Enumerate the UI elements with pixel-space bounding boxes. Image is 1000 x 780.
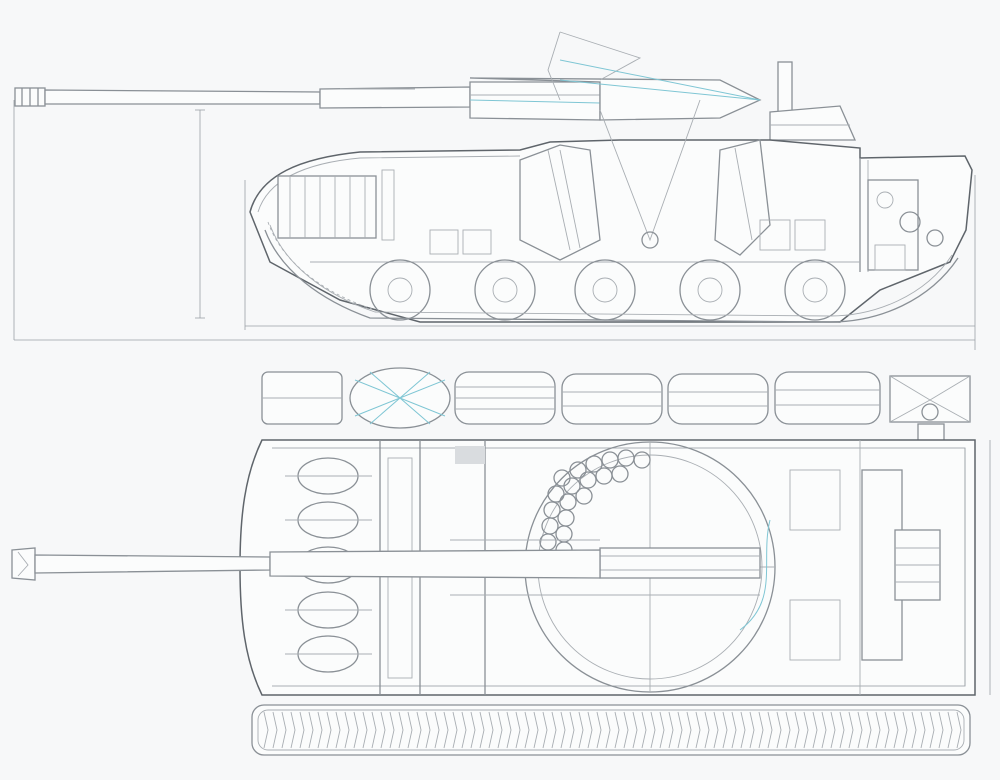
track-link bbox=[722, 711, 728, 749]
track-link bbox=[704, 711, 710, 749]
track-link bbox=[650, 711, 656, 749]
track-link bbox=[695, 711, 701, 749]
track-link bbox=[740, 711, 746, 749]
track-link bbox=[335, 711, 341, 749]
track-link bbox=[542, 711, 548, 749]
side-road-wheels bbox=[369, 259, 846, 321]
track-link bbox=[749, 711, 755, 749]
track-link bbox=[326, 711, 332, 749]
track-link bbox=[641, 711, 647, 749]
track-link bbox=[317, 711, 323, 749]
top-plan-view bbox=[11, 367, 991, 756]
track-link bbox=[362, 711, 368, 749]
top-transmission bbox=[789, 440, 991, 695]
track-link bbox=[731, 711, 737, 749]
top-stowage-boxes bbox=[261, 367, 971, 445]
track-link bbox=[479, 711, 485, 749]
track-link bbox=[884, 711, 890, 749]
track-link bbox=[407, 711, 413, 749]
track-link bbox=[299, 711, 305, 749]
track-link bbox=[425, 711, 431, 749]
track-link bbox=[659, 711, 665, 749]
side-elevation-view bbox=[13, 31, 976, 350]
top-track bbox=[251, 704, 971, 756]
track-link bbox=[596, 711, 602, 749]
track-link bbox=[929, 711, 935, 749]
track-link bbox=[767, 711, 773, 749]
track-link bbox=[956, 711, 962, 749]
track-link bbox=[353, 711, 359, 749]
track-link bbox=[686, 711, 692, 749]
track-link bbox=[416, 711, 422, 749]
track-link bbox=[272, 711, 278, 749]
track-link bbox=[371, 711, 377, 749]
side-gun-barrel bbox=[14, 81, 601, 121]
track-link bbox=[533, 711, 539, 749]
track-link bbox=[506, 711, 512, 749]
track-link bbox=[497, 711, 503, 749]
track-link bbox=[614, 711, 620, 749]
track-link bbox=[587, 711, 593, 749]
track-link bbox=[668, 711, 674, 749]
track-link bbox=[713, 711, 719, 749]
track-link bbox=[434, 711, 440, 749]
track-link bbox=[398, 711, 404, 749]
track-link bbox=[857, 711, 863, 749]
track-link bbox=[848, 711, 854, 749]
track-link bbox=[893, 711, 899, 749]
track-link bbox=[290, 711, 296, 749]
track-link bbox=[803, 711, 809, 749]
track-link bbox=[452, 711, 458, 749]
track-link bbox=[920, 711, 926, 749]
track-link bbox=[443, 711, 449, 749]
side-dimension-lines bbox=[13, 100, 976, 350]
track-link bbox=[794, 711, 800, 749]
track-link bbox=[623, 711, 629, 749]
track-link bbox=[866, 711, 872, 749]
track-link bbox=[677, 711, 683, 749]
track-link bbox=[524, 711, 530, 749]
track-link bbox=[938, 711, 944, 749]
side-hull bbox=[249, 99, 973, 323]
top-gun-barrel bbox=[11, 539, 760, 596]
track-link bbox=[785, 711, 791, 749]
track-link bbox=[758, 711, 764, 749]
track-link bbox=[839, 711, 845, 749]
track-link bbox=[308, 711, 314, 749]
track-link bbox=[902, 711, 908, 749]
track-link bbox=[551, 711, 557, 749]
side-superstructure bbox=[469, 31, 856, 141]
track-link bbox=[281, 711, 287, 749]
track-link bbox=[632, 711, 638, 749]
track-link bbox=[830, 711, 836, 749]
track-link bbox=[380, 711, 386, 749]
track-link bbox=[560, 711, 566, 749]
track-link bbox=[776, 711, 782, 749]
track-link bbox=[812, 711, 818, 749]
track-link bbox=[605, 711, 611, 749]
track-link bbox=[470, 711, 476, 749]
side-track bbox=[264, 221, 959, 323]
track-link bbox=[488, 711, 494, 749]
track-link bbox=[569, 711, 575, 749]
track-link bbox=[461, 711, 467, 749]
track-link bbox=[263, 711, 269, 749]
track-link bbox=[875, 711, 881, 749]
track-link bbox=[344, 711, 350, 749]
track-link bbox=[947, 711, 953, 749]
track-link bbox=[821, 711, 827, 749]
track-link bbox=[515, 711, 521, 749]
track-link bbox=[389, 711, 395, 749]
track-link bbox=[578, 711, 584, 749]
track-link bbox=[911, 711, 917, 749]
